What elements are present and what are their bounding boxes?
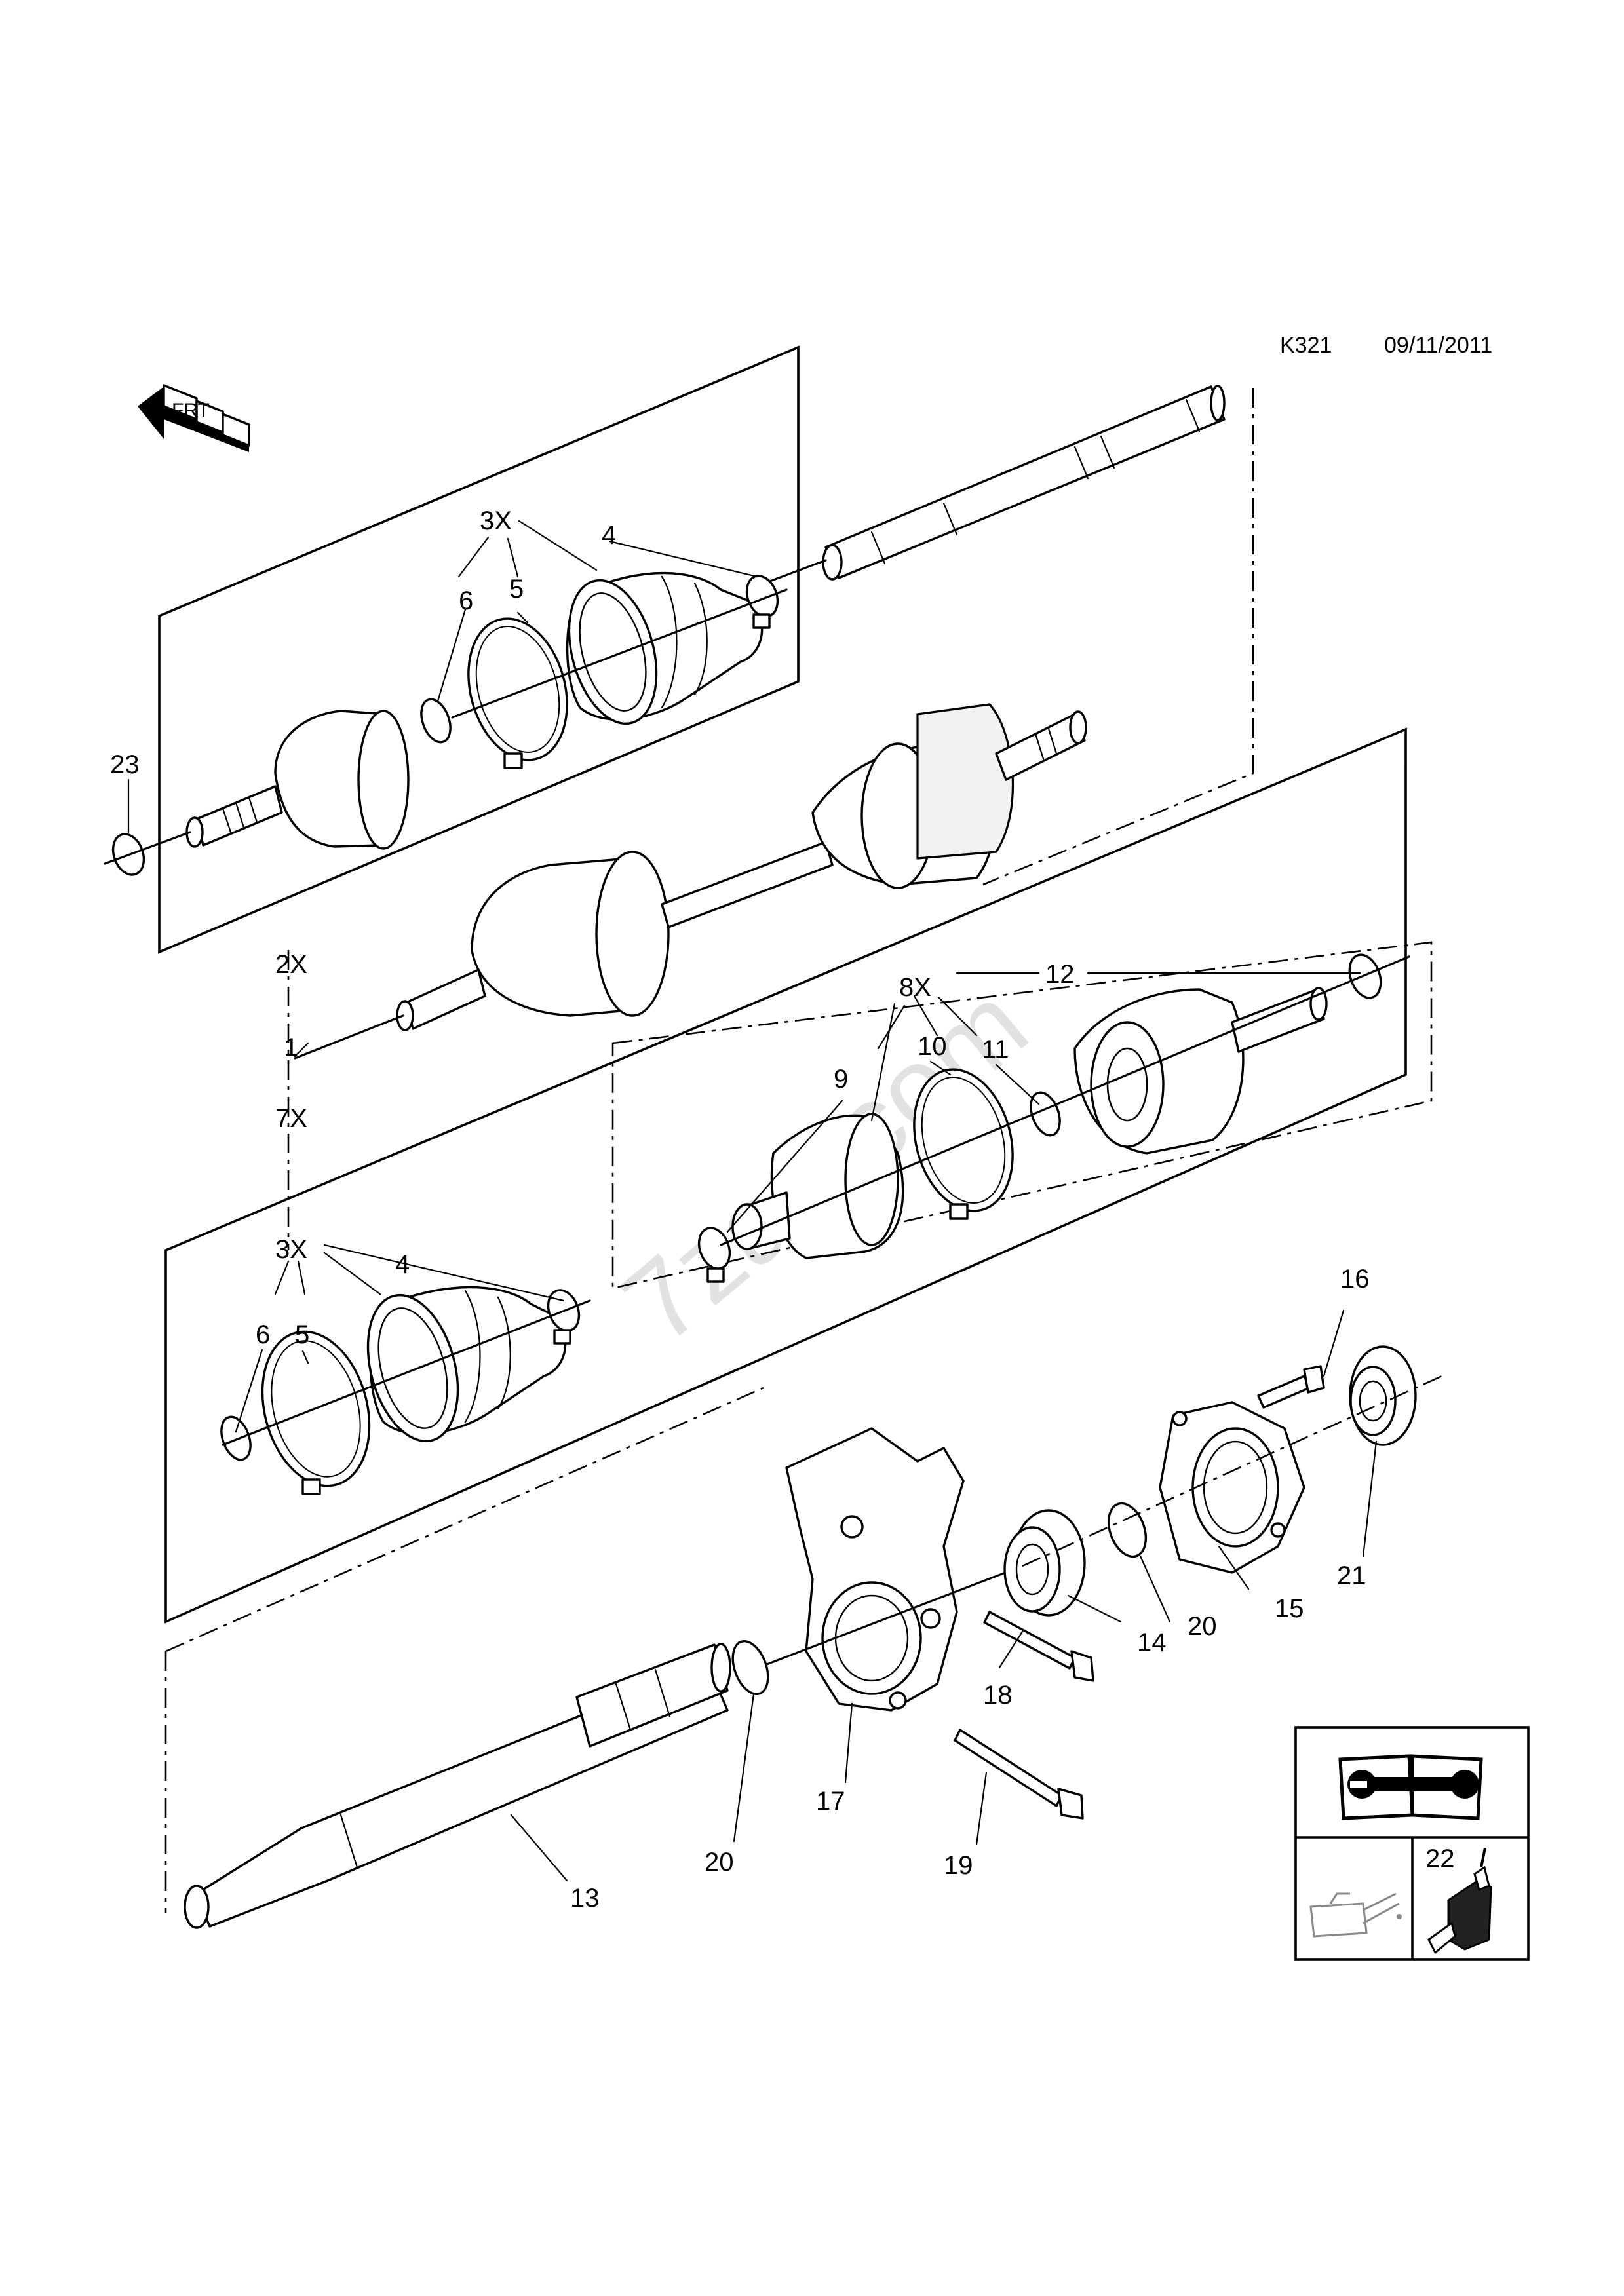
oil-can-icon (1309, 1892, 1402, 1938)
bearing-bracket-17 (785, 1427, 965, 1712)
bracket-bolt-19 (954, 1729, 1084, 1820)
diagram-date: 09/11/2011 (1384, 333, 1492, 358)
callout-6-upper: 6 (459, 586, 473, 615)
right-driveshaft-bar (822, 385, 1226, 581)
callout-19: 19 (944, 1851, 973, 1880)
driveshaft-assembly-1 (396, 703, 1087, 1031)
callout-16: 16 (1340, 1265, 1370, 1293)
support-bearing-14 (1003, 1509, 1086, 1617)
boot-clamp-9 (697, 1227, 731, 1283)
axis-line-b (104, 831, 191, 865)
callout-21: 21 (1337, 1561, 1366, 1590)
service-legend-box: 22 (1294, 1726, 1530, 1961)
callout-7x: 7X (275, 1104, 307, 1133)
callout-20-lower: 20 (705, 1848, 734, 1877)
axis-line-d (294, 1014, 404, 1060)
callout-17: 17 (816, 1787, 845, 1816)
oil-seal-21 (1349, 1345, 1417, 1446)
intermediate-shaft-13 (184, 1643, 731, 1929)
callout-15: 15 (1275, 1594, 1304, 1623)
callout-14: 14 (1137, 1628, 1167, 1657)
boot-clamp-5-upper (467, 617, 568, 769)
circlip-20-upper (1107, 1502, 1148, 1558)
callout-5-lower: 5 (295, 1320, 309, 1349)
bearing-cap-15 (1159, 1401, 1305, 1574)
front-direction-icon: FRT (138, 384, 250, 452)
callout-11: 11 (982, 1035, 1009, 1064)
callout-3x-upper: 3X (480, 507, 512, 535)
callout-13: 13 (570, 1884, 600, 1913)
circlip-20-lower (731, 1639, 769, 1696)
front-direction-label: FRT (172, 400, 210, 421)
diagram-code: K321 (1280, 333, 1332, 358)
callout-4-lower: 4 (395, 1250, 410, 1279)
callout-20-upper: 20 (1188, 1612, 1217, 1641)
shaft-link-dash (982, 388, 1254, 886)
driveshaft-assembly-frame (164, 727, 1407, 1624)
callout-6-lower: 6 (256, 1320, 270, 1349)
sealant-bottle-icon (1427, 1847, 1492, 1955)
callout-22: 22 (1425, 1845, 1455, 1873)
axis-line-g (765, 1565, 1024, 1666)
axis-line-f (222, 1299, 591, 1446)
inner-joint-housing (1073, 987, 1328, 1155)
callout-18: 18 (983, 1681, 1013, 1710)
leader-lines (127, 520, 1378, 1882)
axis-line-h (1022, 1375, 1442, 1567)
axis-line-e (720, 955, 1410, 1246)
callout-2x: 2X (275, 950, 307, 979)
callout-9: 9 (834, 1065, 848, 1094)
cv-boot-lower (366, 1286, 567, 1443)
callout-5-upper: 5 (509, 575, 524, 603)
inner-joint-boot (731, 1113, 904, 1259)
manual-wrench-icon (1338, 1754, 1483, 1820)
intermediate-shaft-frame-top (165, 1387, 764, 1653)
outer-cv-joint-upper (185, 710, 410, 850)
outer-joint-kit-frame-upper (158, 345, 800, 954)
inner-joint-kit-frame (611, 941, 1433, 1290)
callout-8x: 8X (899, 973, 931, 1002)
callout-23: 23 (110, 750, 140, 779)
cap-bolt-16 (1257, 1365, 1325, 1409)
callout-10: 10 (918, 1032, 947, 1061)
callout-3x-lower: 3X (275, 1235, 307, 1264)
callout-1: 1 (284, 1033, 298, 1062)
boot-clamp-10 (913, 1068, 1014, 1220)
circlip-6-upper (420, 698, 452, 744)
axis-line-c (451, 588, 788, 719)
circlip-6-lower (220, 1415, 252, 1461)
bracket-bolt-18 (983, 1611, 1094, 1682)
callout-4-upper: 4 (602, 521, 616, 550)
circlip-12 (1348, 953, 1382, 999)
callout-12: 12 (1045, 960, 1075, 989)
